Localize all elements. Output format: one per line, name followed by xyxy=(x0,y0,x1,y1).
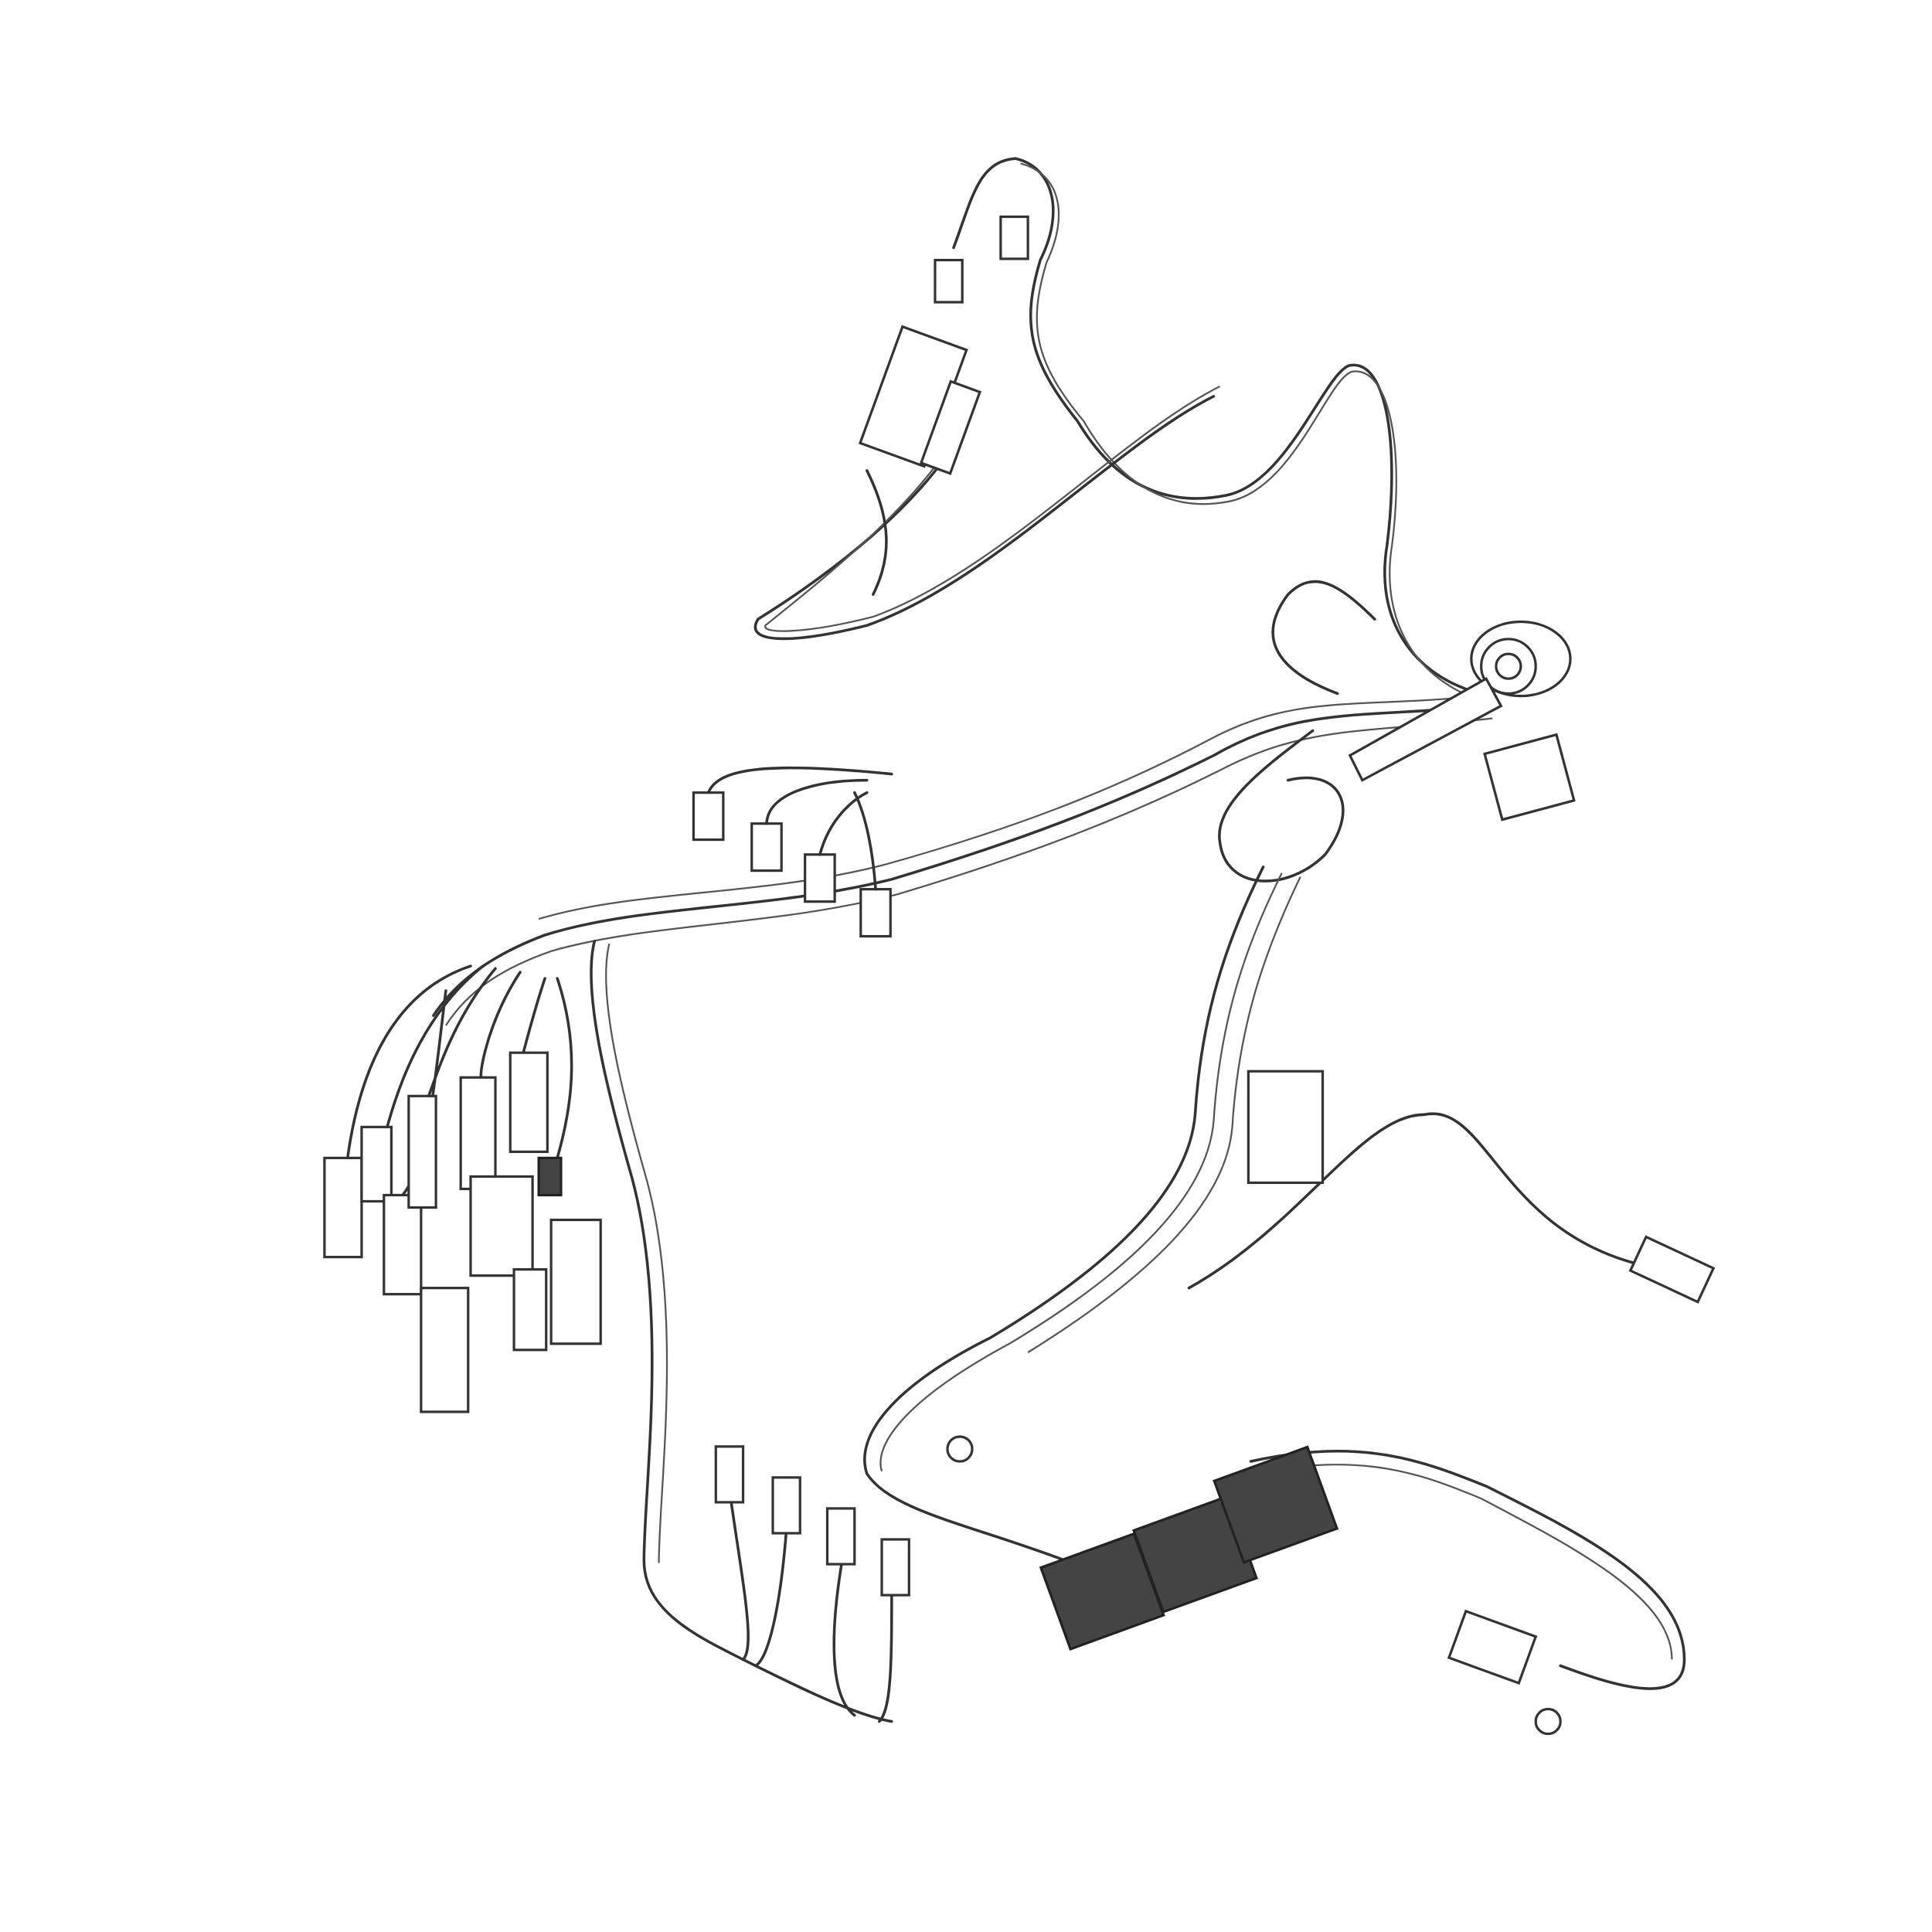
connector xyxy=(999,215,1029,260)
connector xyxy=(509,1051,549,1153)
connector xyxy=(407,1094,437,1209)
top-loop-cable xyxy=(753,385,1221,641)
connector xyxy=(383,1193,423,1296)
ecu-connector xyxy=(1213,1445,1339,1564)
connector xyxy=(859,888,892,938)
grommet xyxy=(1348,620,1572,782)
top-connectors xyxy=(858,215,1029,475)
connector xyxy=(771,1476,801,1535)
small-connectors-top xyxy=(692,766,893,938)
right-connectors xyxy=(946,733,1716,1736)
top-branch-cable xyxy=(952,157,1485,702)
ecu-connectors xyxy=(1039,1445,1339,1651)
connector xyxy=(512,1268,548,1352)
connector xyxy=(1247,1070,1325,1185)
connector xyxy=(714,1445,745,1504)
cluster-wires xyxy=(345,964,573,1203)
connector-cluster-left xyxy=(323,1051,602,1413)
main-trunk xyxy=(432,695,1493,1026)
connector xyxy=(919,379,981,475)
connector xyxy=(549,1218,602,1345)
connector xyxy=(459,1076,497,1191)
connector xyxy=(1447,1609,1538,1685)
left-long-cable xyxy=(590,940,893,1723)
connector xyxy=(1483,733,1576,821)
connector xyxy=(880,1538,910,1597)
connector xyxy=(469,1175,534,1277)
down-trunk xyxy=(863,866,1686,1690)
connector xyxy=(1628,1235,1716,1304)
bottom-connectors xyxy=(714,1445,910,1597)
connector xyxy=(692,791,725,842)
connector xyxy=(420,1287,470,1413)
connector xyxy=(750,822,783,872)
connector xyxy=(323,1156,363,1259)
connector xyxy=(360,1125,393,1203)
connector xyxy=(804,853,836,903)
clip xyxy=(1534,1707,1562,1736)
connector xyxy=(825,1507,856,1566)
ring-terminal xyxy=(946,1435,974,1463)
connector xyxy=(934,258,964,304)
connector xyxy=(537,1156,563,1197)
